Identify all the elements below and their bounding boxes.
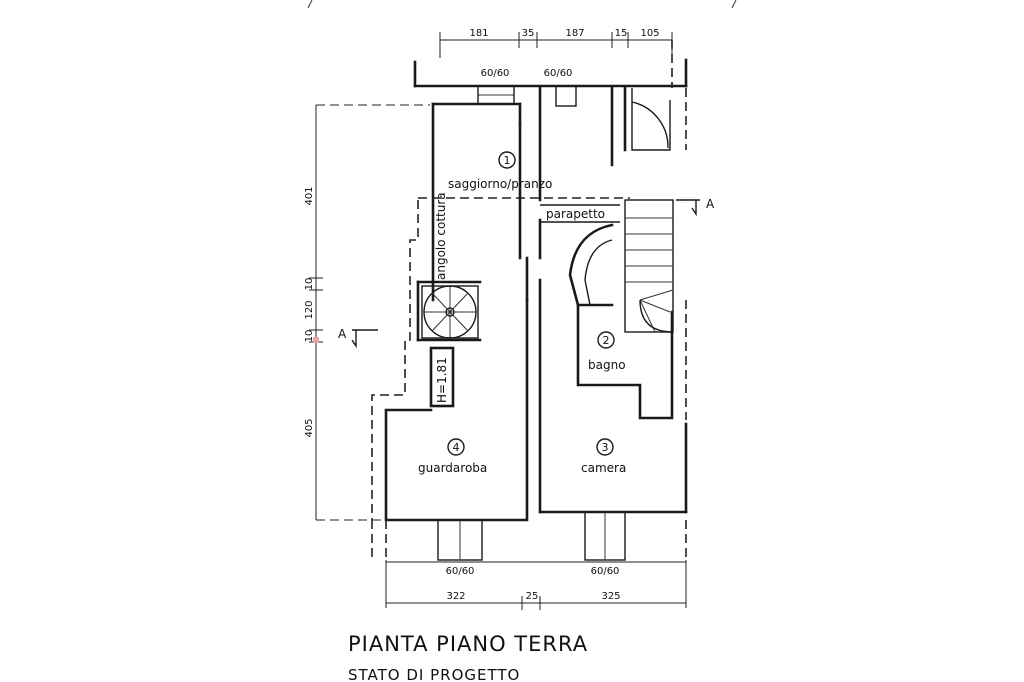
window-tag-top-right: 60/60 bbox=[544, 68, 573, 79]
room-3-number: 3 bbox=[602, 441, 609, 454]
top-dimension-chain: 181 35 187 15 105 bbox=[439, 28, 673, 58]
section-marker-left: A bbox=[338, 327, 378, 349]
plan-subtitle: STATO DI PROGETTO bbox=[348, 666, 520, 682]
spiral-staircase bbox=[421, 285, 479, 339]
left-dim-5: 405 bbox=[304, 418, 315, 437]
section-marker-right-label: A bbox=[706, 197, 715, 211]
kitchen-corner-label: angolo cottura bbox=[434, 192, 448, 280]
left-dimension-chain: 401 10 120 10 405 bbox=[304, 104, 430, 521]
window-top-right bbox=[555, 85, 577, 107]
room-4: 4 guardaroba bbox=[418, 438, 487, 475]
main-staircase bbox=[624, 199, 674, 333]
window-tag-bottom-right: 60/60 bbox=[591, 566, 620, 577]
window-top-left bbox=[477, 85, 515, 105]
room-2-number: 2 bbox=[603, 334, 610, 347]
room-1: 1 saggiorno/pranzo bbox=[448, 151, 552, 191]
left-dim-4: 10 bbox=[304, 330, 315, 343]
room-2: 2 bagno bbox=[588, 331, 626, 372]
room-4-number: 4 bbox=[453, 441, 460, 454]
bottom-dim-1: 322 bbox=[446, 591, 465, 602]
window-tag-top-left: 60/60 bbox=[481, 68, 510, 79]
room-4-name: guardaroba bbox=[418, 461, 487, 475]
top-dim-2: 35 bbox=[522, 28, 535, 39]
window-bottom-right bbox=[584, 511, 626, 561]
walls bbox=[371, 40, 688, 560]
left-dim-2: 10 bbox=[304, 278, 315, 291]
top-dim-5: 105 bbox=[640, 28, 659, 39]
bottom-dimension-chain: 322 25 325 bbox=[385, 560, 687, 610]
left-dim-1: 401 bbox=[304, 186, 315, 205]
window-tag-bottom-left: 60/60 bbox=[446, 566, 475, 577]
crop-mark-right bbox=[731, 0, 737, 9]
top-dim-3: 187 bbox=[565, 28, 584, 39]
parapet-line bbox=[418, 197, 630, 223]
plan-title: PIANTA PIANO TERRA bbox=[348, 632, 588, 656]
door-swing bbox=[631, 88, 671, 151]
room-1-name: saggiorno/pranzo bbox=[448, 177, 552, 191]
left-dim-3: 120 bbox=[304, 300, 315, 319]
room-1-number: 1 bbox=[504, 154, 511, 167]
parapet-label: parapetto bbox=[546, 207, 605, 221]
curved-wall bbox=[568, 223, 614, 307]
window-bottom-left bbox=[437, 519, 483, 561]
top-dim-1: 181 bbox=[469, 28, 488, 39]
room-2-name: bagno bbox=[588, 358, 626, 372]
room-3-name: camera bbox=[581, 461, 626, 475]
top-dim-4: 15 bbox=[615, 28, 628, 39]
section-marker-left-label: A bbox=[338, 327, 347, 341]
room-3: 3 camera bbox=[581, 438, 626, 475]
bottom-dim-3: 325 bbox=[601, 591, 620, 602]
bottom-dim-2: 25 bbox=[526, 591, 539, 602]
crop-mark-left bbox=[307, 0, 313, 9]
height-note: H=1.81 bbox=[435, 357, 449, 403]
section-marker-right: A bbox=[676, 197, 715, 217]
